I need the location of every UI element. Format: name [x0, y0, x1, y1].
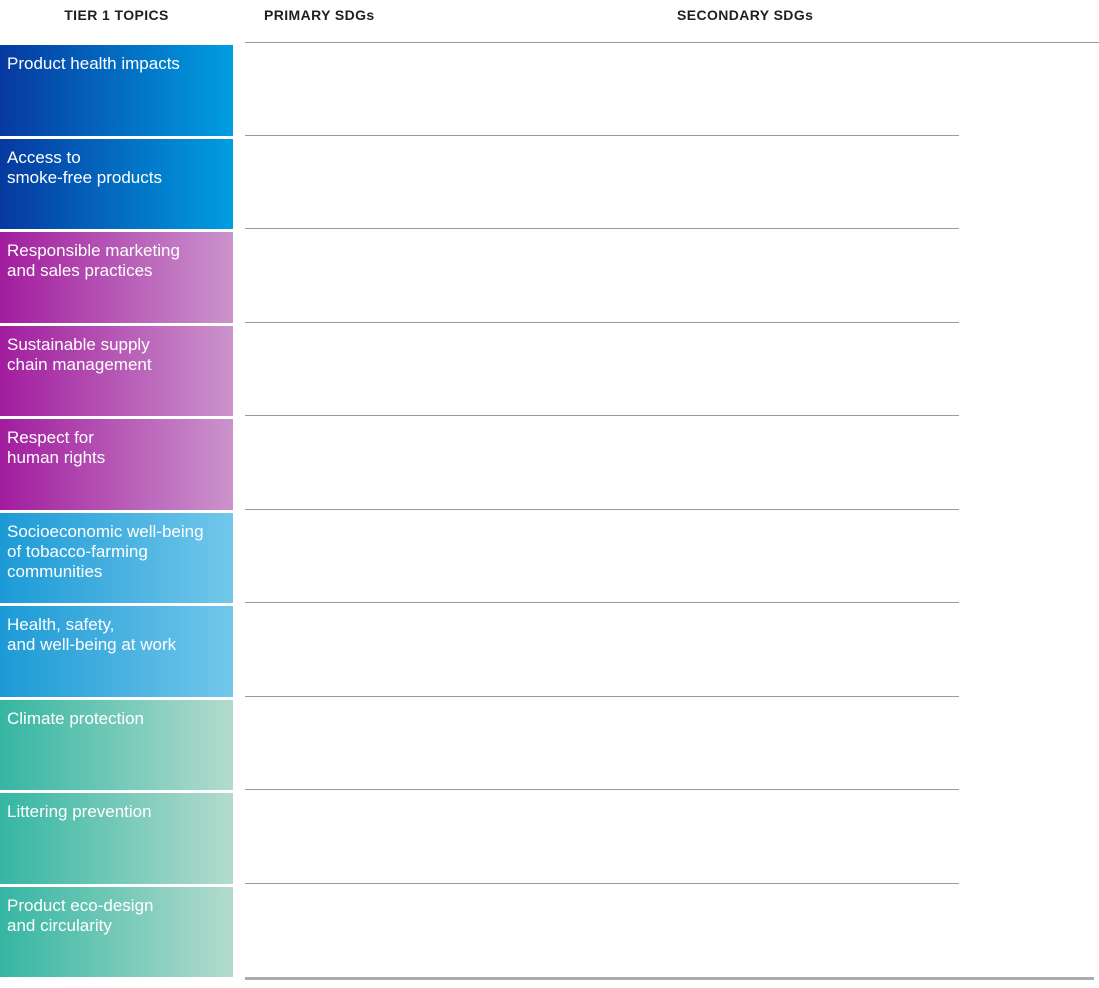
row-divider-line: [245, 415, 959, 416]
table-bottom-line: [245, 977, 1094, 980]
topic-cell-health-safety-well-being: Health, safety, and well-being at work: [0, 606, 233, 697]
topic-cell-socioeconomic-well-being: Socioeconomic well-being of tobacco-farm…: [0, 512, 233, 603]
row-divider-line: [245, 508, 959, 510]
header-divider-line: [245, 42, 1099, 43]
topic-row-responsible-marketing: Responsible marketing and sales practice…: [0, 229, 1099, 323]
topic-cell-product-eco-design: Product eco-design and circularity: [0, 886, 233, 977]
topic-cell-product-health-impacts: Product health impacts: [0, 45, 233, 136]
topic-row-product-eco-design: Product eco-design and circularity: [0, 884, 1099, 977]
topic-row-socioeconomic-well-being: Socioeconomic well-being of tobacco-farm…: [0, 510, 1099, 603]
topic-row-access-to-smoke-free-products: Access to smoke-free products: [0, 136, 1099, 229]
topic-cell-responsible-marketing: Responsible marketing and sales practice…: [0, 232, 233, 323]
row-divider-line: [245, 882, 959, 884]
row-divider-line: [245, 789, 959, 790]
column-header-secondary-sdgs: SECONDARY SDGs: [677, 7, 814, 23]
topic-row-health-safety-well-being: Health, safety, and well-being at work: [0, 603, 1099, 697]
topic-cell-climate-protection: Climate protection: [0, 699, 233, 790]
topic-cell-access-to-smoke-free-products: Access to smoke-free products: [0, 138, 233, 229]
column-header-primary-sdgs: PRIMARY SDGs: [264, 7, 375, 23]
row-divider-line: [245, 321, 959, 323]
topic-rows: Product health impacts Access to smoke-f…: [0, 42, 1099, 977]
row-divider-line: [245, 228, 959, 229]
topic-cell-sustainable-supply-chain: Sustainable supply chain management: [0, 325, 233, 416]
row-divider-line: [245, 695, 959, 697]
topic-row-sustainable-supply-chain: Sustainable supply chain management: [0, 323, 1099, 416]
topic-row-respect-for-human-rights: Respect for human rights: [0, 416, 1099, 510]
row-divider-line: [245, 602, 959, 603]
column-header-tier1-topics: TIER 1 TOPICS: [64, 7, 169, 23]
topic-cell-respect-for-human-rights: Respect for human rights: [0, 419, 233, 510]
topic-row-product-health-impacts: Product health impacts: [0, 42, 1099, 136]
row-divider-line: [245, 134, 959, 136]
topic-row-littering-prevention: Littering prevention: [0, 790, 1099, 884]
topic-cell-littering-prevention: Littering prevention: [0, 793, 233, 884]
topic-row-climate-protection: Climate protection: [0, 697, 1099, 790]
